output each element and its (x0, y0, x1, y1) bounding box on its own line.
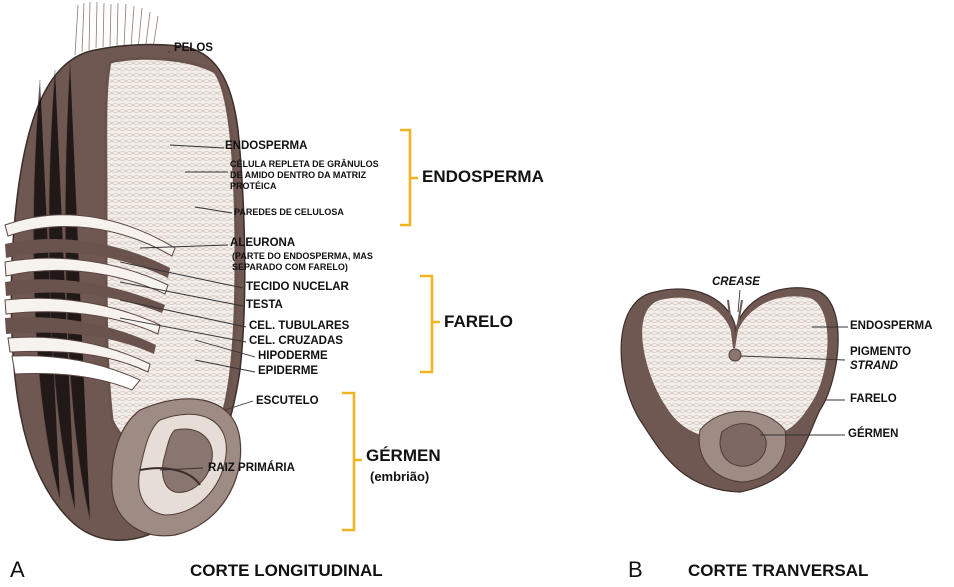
group-germen: GÉRMEN (366, 447, 441, 465)
label-b-endosperma: ENDOSPERMA (850, 320, 932, 332)
label-tecido-nucelar: TECIDO NUCELAR (246, 281, 349, 293)
label-cel-cruzadas: CEL. CRUZADAS (249, 335, 343, 347)
label-cel-tubulares: CEL. TUBULARES (249, 320, 349, 332)
caption-b: CORTE TRANVERSAL (688, 562, 868, 580)
label-testa: TESTA (246, 299, 283, 311)
label-b-germen: GÉRMEN (848, 428, 898, 440)
panel-letter-a: A (10, 558, 25, 581)
label-crease: CREASE (712, 276, 760, 288)
label-celula-2: DE AMIDO DENTRO DA MATRIZ (230, 171, 366, 180)
label-paredes: PAREDES DE CELULOSA (234, 208, 344, 217)
label-escutelo: ESCUTELO (256, 395, 319, 407)
group-germen-sub: (embrião) (370, 470, 429, 484)
bracket-endosperma (400, 130, 418, 225)
caption-a: CORTE LONGITUDINAL (190, 562, 383, 580)
label-pigmento: PIGMENTO (850, 346, 911, 358)
label-aleurona-note-2: SEPARADO COM FARELO) (232, 263, 348, 272)
label-pelos: PELOS (174, 42, 213, 54)
label-strand: STRAND (850, 360, 898, 372)
label-raiz-primaria: RAIZ PRIMÁRIA (208, 462, 295, 474)
label-aleurona: ALEURONA (230, 237, 295, 249)
label-celula-1: CÉLULA REPLETA DE GRÂNULOS (230, 160, 379, 169)
label-hipoderme: HIPODERME (258, 350, 328, 362)
label-endosperma: ENDOSPERMA (225, 140, 307, 152)
group-farelo: FARELO (444, 313, 513, 331)
bracket-germen (342, 393, 362, 530)
panel-letter-b: B (628, 558, 643, 581)
label-b-farelo: FARELO (850, 393, 897, 405)
label-celula-3: PROTÉICA (230, 182, 277, 191)
bracket-farelo (420, 276, 440, 372)
group-endosperma: ENDOSPERMA (422, 168, 544, 186)
grain-longitudinal (5, 2, 245, 540)
grain-transversal (621, 288, 838, 492)
label-epiderme: EPIDERME (258, 365, 318, 377)
label-aleurona-note-1: (PARTE DO ENDOSPERMA, MAS (232, 252, 373, 261)
